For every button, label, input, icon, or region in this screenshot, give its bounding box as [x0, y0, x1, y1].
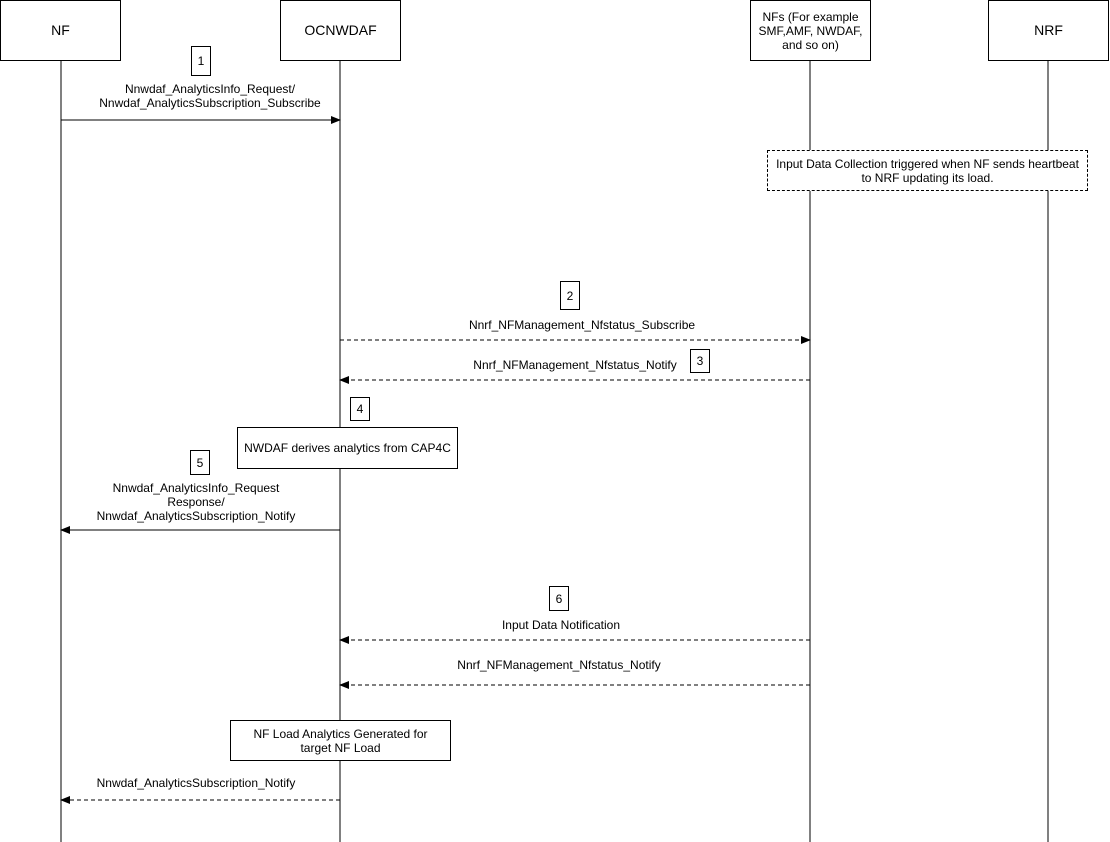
message-nfstatus-notify-label: Nnrf_NFManagement_Nfstatus_Notify — [473, 358, 677, 372]
participant-nf-label: NF — [51, 22, 70, 38]
step-number-2: 2 — [560, 281, 580, 310]
participant-nfs: NFs (For example SMF,AMF, NWDAF, and so … — [750, 0, 871, 61]
participant-nf: NF — [0, 0, 121, 61]
participant-nrf-label: NRF — [1034, 22, 1063, 38]
process-analytics-generated-text: NF Load Analytics Generated for target N… — [253, 726, 428, 755]
process-derive-analytics: NWDAF derives analytics from CAP4C — [237, 427, 458, 469]
step-number-6: 6 — [549, 586, 569, 611]
message-nfstatus-notify-2-label: Nnrf_NFManagement_Nfstatus_Notify — [457, 658, 661, 672]
process-derive-analytics-text: NWDAF derives analytics from CAP4C — [244, 441, 451, 455]
step-number-4: 4 — [350, 397, 370, 421]
step-number-3: 3 — [690, 349, 710, 373]
participant-nrf: NRF — [988, 0, 1109, 61]
message-subscription-notify-label: Nnwdaf_AnalyticsSubscription_Notify — [96, 776, 296, 790]
message-analytics-response-label: Nnwdaf_AnalyticsInfo_Request Response/ N… — [96, 481, 296, 523]
step-number-5: 5 — [190, 450, 210, 475]
participant-nfs-label: NFs (For example SMF,AMF, NWDAF, and so … — [758, 9, 863, 52]
message-analytics-request-label: Nnwdaf_AnalyticsInfo_Request/ Nnwdaf_Ana… — [99, 82, 321, 110]
step-number-1: 1 — [191, 46, 211, 76]
note-input-data-collection: Input Data Collection triggered when NF … — [767, 150, 1088, 191]
process-analytics-generated: NF Load Analytics Generated for target N… — [230, 720, 451, 761]
participant-ocnwdaf: OCNWDAF — [280, 0, 401, 61]
note-input-data-collection-text: Input Data Collection triggered when NF … — [776, 156, 1079, 185]
participant-ocnwdaf-label: OCNWDAF — [304, 22, 377, 38]
message-input-data-notification-label: Input Data Notification — [501, 618, 621, 632]
message-nfstatus-subscribe-label: Nnrf_NFManagement_Nfstatus_Subscribe — [468, 318, 696, 332]
